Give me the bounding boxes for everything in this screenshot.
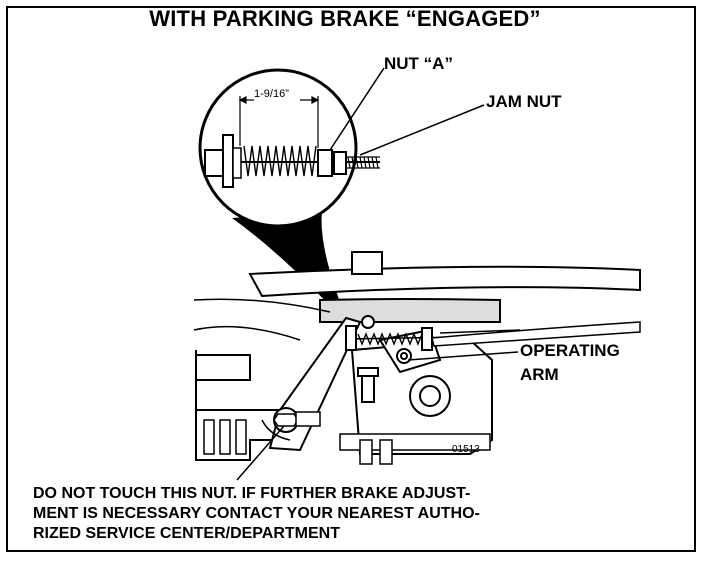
nut-a-label: NUT “A” bbox=[384, 54, 453, 73]
operating-arm-leader bbox=[407, 351, 519, 361]
jam-nut-label: JAM NUT bbox=[486, 92, 562, 111]
warning-line: DO NOT TOUCH THIS NUT. IF FURTHER BRAKE … bbox=[33, 485, 471, 502]
nut-a-leader bbox=[329, 67, 385, 151]
dimension-label: 1-9/16” bbox=[254, 88, 289, 100]
warning-text: DO NOT TOUCH THIS NUT. IF FURTHER BRAKE … bbox=[33, 484, 480, 544]
operating-arm-label-line2: ARM bbox=[520, 365, 559, 384]
operating-arm-label-line1: OPERATING bbox=[520, 341, 620, 360]
detail-magnifier bbox=[198, 67, 485, 328]
detail-spring bbox=[243, 145, 317, 177]
pulley-nut bbox=[351, 251, 383, 275]
jam-nut-leader bbox=[359, 104, 485, 156]
figure-title: WITH PARKING BRAKE “ENGAGED” bbox=[149, 6, 541, 31]
jam-nut bbox=[333, 151, 347, 175]
nut-warning-leader bbox=[236, 425, 285, 481]
detail-circle bbox=[198, 68, 358, 228]
warning-line: RIZED SERVICE CENTER/DEPARTMENT bbox=[33, 525, 340, 542]
figure-code: 01513 bbox=[452, 444, 480, 455]
detail-washer bbox=[222, 134, 234, 188]
dimension-marker bbox=[238, 96, 320, 148]
detail-bracket bbox=[204, 149, 224, 177]
brake-mechanism bbox=[193, 251, 641, 465]
nut-a bbox=[317, 149, 333, 177]
warning-line: MENT IS NECESSARY CONTACT YOUR NEAREST A… bbox=[33, 505, 480, 522]
magnifier-pointer bbox=[232, 212, 350, 328]
mechanism-spring bbox=[357, 332, 423, 346]
drive-belt bbox=[248, 265, 641, 298]
